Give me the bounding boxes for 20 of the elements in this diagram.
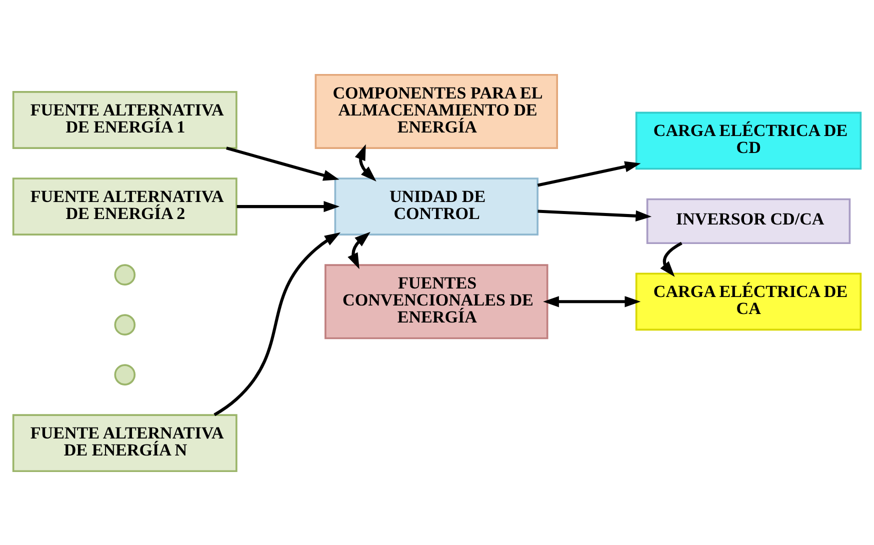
node-box: COMPONENTES PARA EL ALMACENAMIENTO DE ENERGÍA bbox=[314, 73, 558, 148]
node-box: CARGA ELÉCTRICA DE CA bbox=[635, 272, 862, 330]
node-box: FUENTE ALTERNATIVA DE ENERGÍA 2 bbox=[12, 177, 238, 235]
node-box: UNIDAD DE CONTROL bbox=[334, 177, 538, 235]
arrow bbox=[354, 144, 376, 181]
node-box: FUENTES CONVENCIONALES DE ENERGÍA bbox=[324, 264, 548, 339]
node-circle bbox=[114, 314, 136, 335]
node-box: INVERSOR CD/CA bbox=[646, 198, 851, 244]
arrow bbox=[348, 231, 370, 269]
node-box: FUENTE ALTERNATIVA DE ENERGÍA N bbox=[12, 414, 238, 472]
arrow bbox=[543, 296, 641, 307]
node-box: FUENTE ALTERNATIVA DE ENERGÍA 1 bbox=[12, 90, 238, 148]
node-box: CARGA ELÉCTRICA DE CD bbox=[635, 111, 862, 170]
arrow bbox=[226, 146, 340, 180]
arrow bbox=[538, 209, 652, 221]
node-circle bbox=[114, 264, 136, 285]
arrow bbox=[537, 160, 641, 186]
arrow bbox=[236, 200, 340, 212]
arrow bbox=[214, 232, 341, 416]
node-circle bbox=[114, 364, 136, 385]
